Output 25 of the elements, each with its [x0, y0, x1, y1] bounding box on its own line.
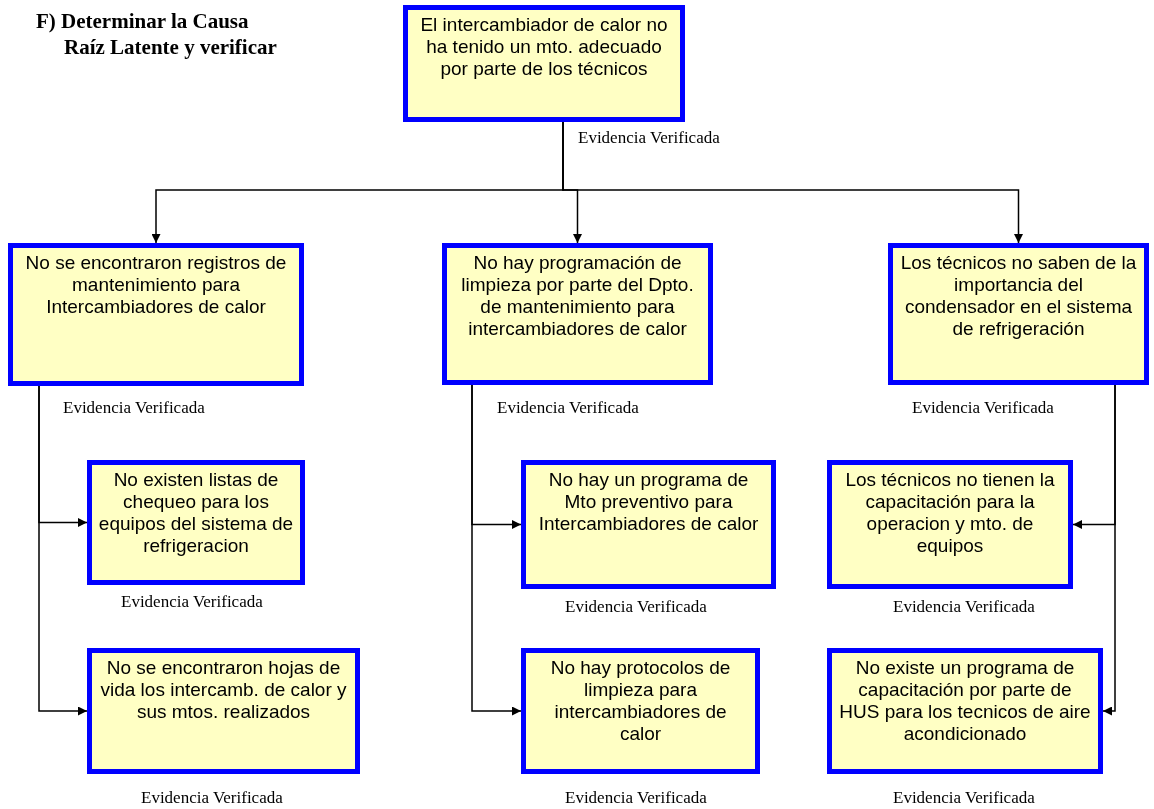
cause-box: No hay programación de limpieza por parte del Dpto. de mantenimiento para intercambiadores de calor [442, 243, 713, 385]
evidence-note: Evidencia Verificada [893, 788, 1035, 808]
cause-box: No existen listas de chequeo para los equipos del sistema de refrigeracion [87, 460, 305, 585]
evidence-note: Evidencia Verificada [912, 398, 1054, 418]
cause-box: Los técnicos no saben de la importancia del condensador en el sistema de refrigeración [888, 243, 1149, 385]
evidence-note: Evidencia Verificada [63, 398, 205, 418]
cause-box: Los técnicos no tienen la capacitación para la operacion y mto. de equipos [827, 460, 1073, 589]
cause-box: No se encontraron hojas de vida los intercamb. de calor y sus mtos. realizados [87, 648, 360, 774]
cause-box: No se encontraron registros de mantenimiento para Intercambiadores de calor [8, 243, 304, 386]
evidence-note: Evidencia Verificada [893, 597, 1035, 617]
evidence-note: Evidencia Verificada [497, 398, 639, 418]
connector-arrow [471, 384, 522, 716]
cause-box: No hay protocolos de limpieza para intercambiadores de calor [521, 648, 760, 774]
title: F) Determinar la Causa Raíz Latente y verificar [36, 8, 278, 60]
evidence-note: Evidencia Verificada [578, 128, 720, 148]
connector-arrow [38, 385, 88, 716]
cause-box: El intercambiador de calor no ha tenido un mto. adecuado por parte de los técnicos [403, 5, 685, 122]
evidence-note: Evidencia Verificada [565, 597, 707, 617]
evidence-note: Evidencia Verificada [565, 788, 707, 808]
cause-box: No hay un programa de Mto preventivo para Intercambiadores de calor [521, 460, 776, 589]
cause-box: No existe un programa de capacitación por parte de HUS para los tecnicos de aire acondicionado [827, 648, 1103, 774]
evidence-note: Evidencia Verificada [141, 788, 283, 808]
connector-arrow [1102, 384, 1116, 716]
connector-arrow [562, 121, 1023, 244]
evidence-note: Evidencia Verificada [121, 592, 263, 612]
